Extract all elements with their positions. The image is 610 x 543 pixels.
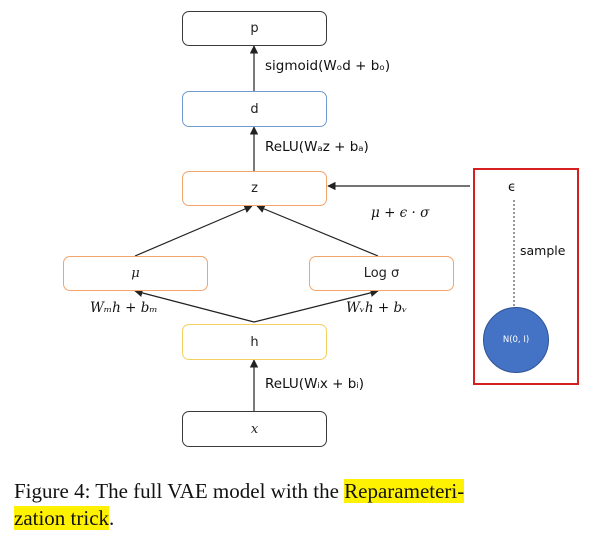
label-mu-linear: Wₘh + bₘ: [90, 300, 158, 316]
sample-label: sample: [520, 243, 566, 258]
label-relu-decoder: ReLU(Wₐz + bₐ): [265, 139, 369, 155]
normal-distribution-node: N(0, I): [483, 307, 549, 373]
label-relu-encoder: ReLU(Wᵢx + bᵢ): [265, 376, 364, 392]
epsilon-label: ϵ: [508, 180, 516, 195]
node-p-label: p: [250, 21, 259, 36]
node-mu-label: μ: [131, 266, 140, 281]
caption-suffix: .: [109, 506, 115, 530]
node-log-sigma: Log σ: [309, 256, 454, 291]
node-h: h: [182, 324, 327, 360]
normal-distribution-label: N(0, I): [502, 335, 530, 345]
arrow-mu-to-z: [134, 205, 253, 257]
arrow-h-to-logsigma: [253, 288, 379, 323]
node-p: p: [182, 11, 327, 46]
arrow-h-to-mu: [134, 288, 255, 323]
figure-caption: Figure 4: The full VAE model with the Re…: [14, 478, 604, 532]
caption-highlight-2: zation trick: [14, 506, 110, 530]
label-logsigma-linear: Wᵥh + bᵥ: [346, 300, 408, 316]
node-z: z: [182, 171, 327, 206]
node-h-label: h: [250, 334, 259, 350]
sampling-box: [473, 168, 579, 385]
node-d-label: d: [250, 101, 259, 117]
node-x: x: [182, 411, 327, 447]
node-mu: μ: [63, 256, 208, 291]
node-x-label: x: [250, 421, 259, 437]
node-z-label: z: [251, 181, 258, 196]
label-reparam: μ + ϵ · σ: [371, 205, 430, 221]
caption-prefix: Figure 4: The full VAE model with the: [14, 479, 345, 503]
label-sigmoid: sigmoid(Wₒd + bₒ): [265, 58, 391, 74]
node-d: d: [182, 91, 327, 127]
node-log-sigma-label: Log σ: [363, 266, 400, 281]
caption-highlight-1: Reparameteri-: [344, 479, 465, 503]
arrow-logsigma-to-z: [256, 205, 379, 257]
